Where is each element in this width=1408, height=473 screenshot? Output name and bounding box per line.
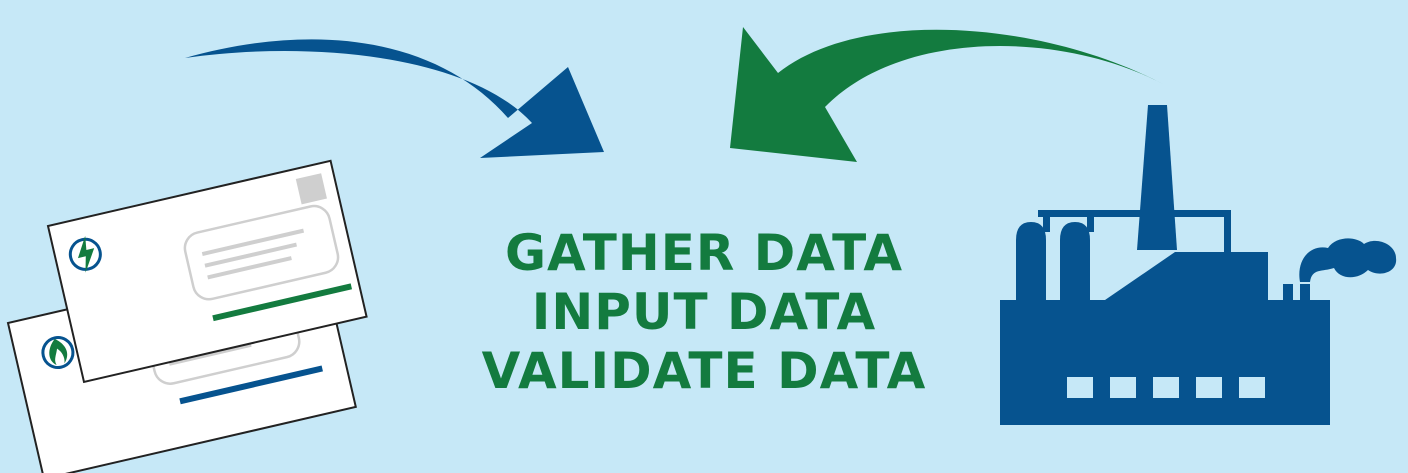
gas-flame-icon — [41, 336, 75, 370]
electric-bill-envelope — [46, 159, 368, 384]
smoke-icon — [1299, 238, 1397, 282]
green-arrow-icon — [730, 27, 1163, 162]
process-steps: GATHER DATA INPUT DATA VALIDATE DATA — [404, 224, 1004, 401]
lightning-bolt-icon — [68, 235, 102, 273]
factory-icon — [1000, 105, 1397, 425]
step-gather-data: GATHER DATA — [504, 224, 904, 282]
step-validate-data: VALIDATE DATA — [481, 342, 927, 400]
blue-arrow-icon — [185, 39, 604, 158]
step-input-data: INPUT DATA — [531, 283, 877, 341]
utility-bill-envelope-icon — [6, 159, 368, 473]
